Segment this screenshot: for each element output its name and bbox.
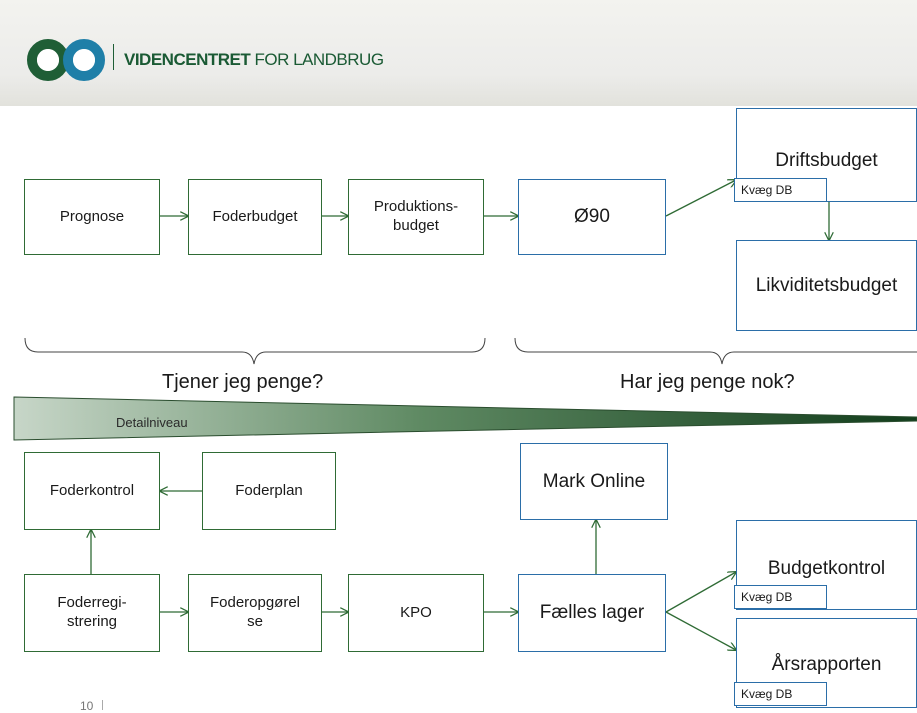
box-prognose: Prognose (24, 179, 160, 255)
box-foderplan-label: Foderplan (235, 481, 303, 499)
box-arsrapporten-label: Årsrapporten (771, 654, 882, 675)
box-likviditetsbudget: Likviditetsbudget (736, 240, 917, 331)
box-foderkontrol: Foderkontrol (24, 452, 160, 530)
arrow-faelles-lager-arsrapporten (665, 611, 736, 650)
page-number-separator (102, 700, 103, 710)
box-foderbudget: Foderbudget (188, 179, 322, 255)
box-produktionsbudget-line2: budget (393, 217, 439, 234)
caption-har-jeg-penge-nok: Har jeg penge nok? (620, 371, 795, 393)
tag-kvaeg-db-arsrapporten: Kvæg DB (734, 682, 827, 706)
tag-kvaeg-db-budgetkontrol-label: Kvæg DB (741, 590, 793, 604)
box-driftsbudget-label: Driftsbudget (775, 150, 878, 171)
arrow-faelles-lager-budgetkontrol (665, 572, 736, 613)
tag-kvaeg-db-arsrapporten-label: Kvæg DB (741, 687, 793, 701)
detail-level-label: Detailniveau (116, 415, 188, 430)
box-produktionsbudget: Produktions- budget (348, 179, 484, 255)
box-kpo-label: KPO (400, 603, 432, 621)
box-foderregistrering: Foderregi- strering (24, 574, 160, 652)
box-prognose-label: Prognose (59, 207, 125, 225)
box-foderregistrering-line2: strering (66, 613, 118, 630)
bracket-left (24, 337, 486, 365)
box-mark-online-label: Mark Online (542, 470, 646, 492)
box-kpo: KPO (348, 574, 484, 652)
box-foderopgorelse: Foderopgørel se (188, 574, 322, 652)
tag-kvaeg-db-budgetkontrol: Kvæg DB (734, 585, 827, 609)
landbrug-fodevarer-logo (27, 39, 105, 81)
arrow-o90-driftsbudget (665, 180, 736, 217)
tag-kvaeg-db-driftsbudget-label: Kvæg DB (741, 183, 793, 197)
box-faelles-lager: Fælles lager (518, 574, 666, 652)
box-o90-label: Ø90 (574, 206, 610, 228)
box-foderregistrering-line1: Foderregi- (57, 594, 127, 612)
box-foderkontrol-label: Foderkontrol (49, 481, 135, 499)
box-foderopgorelse-line2: se (247, 613, 263, 630)
organisation-name: VIDENCENTRET FOR LANDBRUG (124, 50, 384, 70)
organisation-name-rest: FOR LANDBRUG (254, 50, 384, 69)
tag-kvaeg-db-driftsbudget: Kvæg DB (734, 178, 827, 202)
logo-divider (113, 44, 114, 70)
box-o90: Ø90 (518, 179, 666, 255)
box-foderopgorelse-line1: Foderopgørel (209, 594, 301, 612)
header-band: VIDENCENTRET FOR LANDBRUG (0, 0, 917, 106)
page-number: 10 (80, 699, 94, 713)
box-likviditetsbudget-label: Likviditetsbudget (755, 274, 898, 296)
box-produktionsbudget-line1: Produktions- (373, 198, 459, 216)
box-foderplan: Foderplan (202, 452, 336, 530)
organisation-name-bold: VIDENCENTRET (124, 50, 251, 69)
bracket-right (514, 337, 917, 365)
box-foderbudget-label: Foderbudget (212, 207, 298, 225)
caption-tjener-jeg-penge: Tjener jeg penge? (162, 371, 324, 393)
box-mark-online: Mark Online (520, 443, 668, 520)
detail-level-wedge (13, 396, 917, 441)
box-faelles-lager-label: Fælles lager (539, 602, 645, 624)
box-budgetkontrol-label: Budgetkontrol (767, 558, 886, 579)
